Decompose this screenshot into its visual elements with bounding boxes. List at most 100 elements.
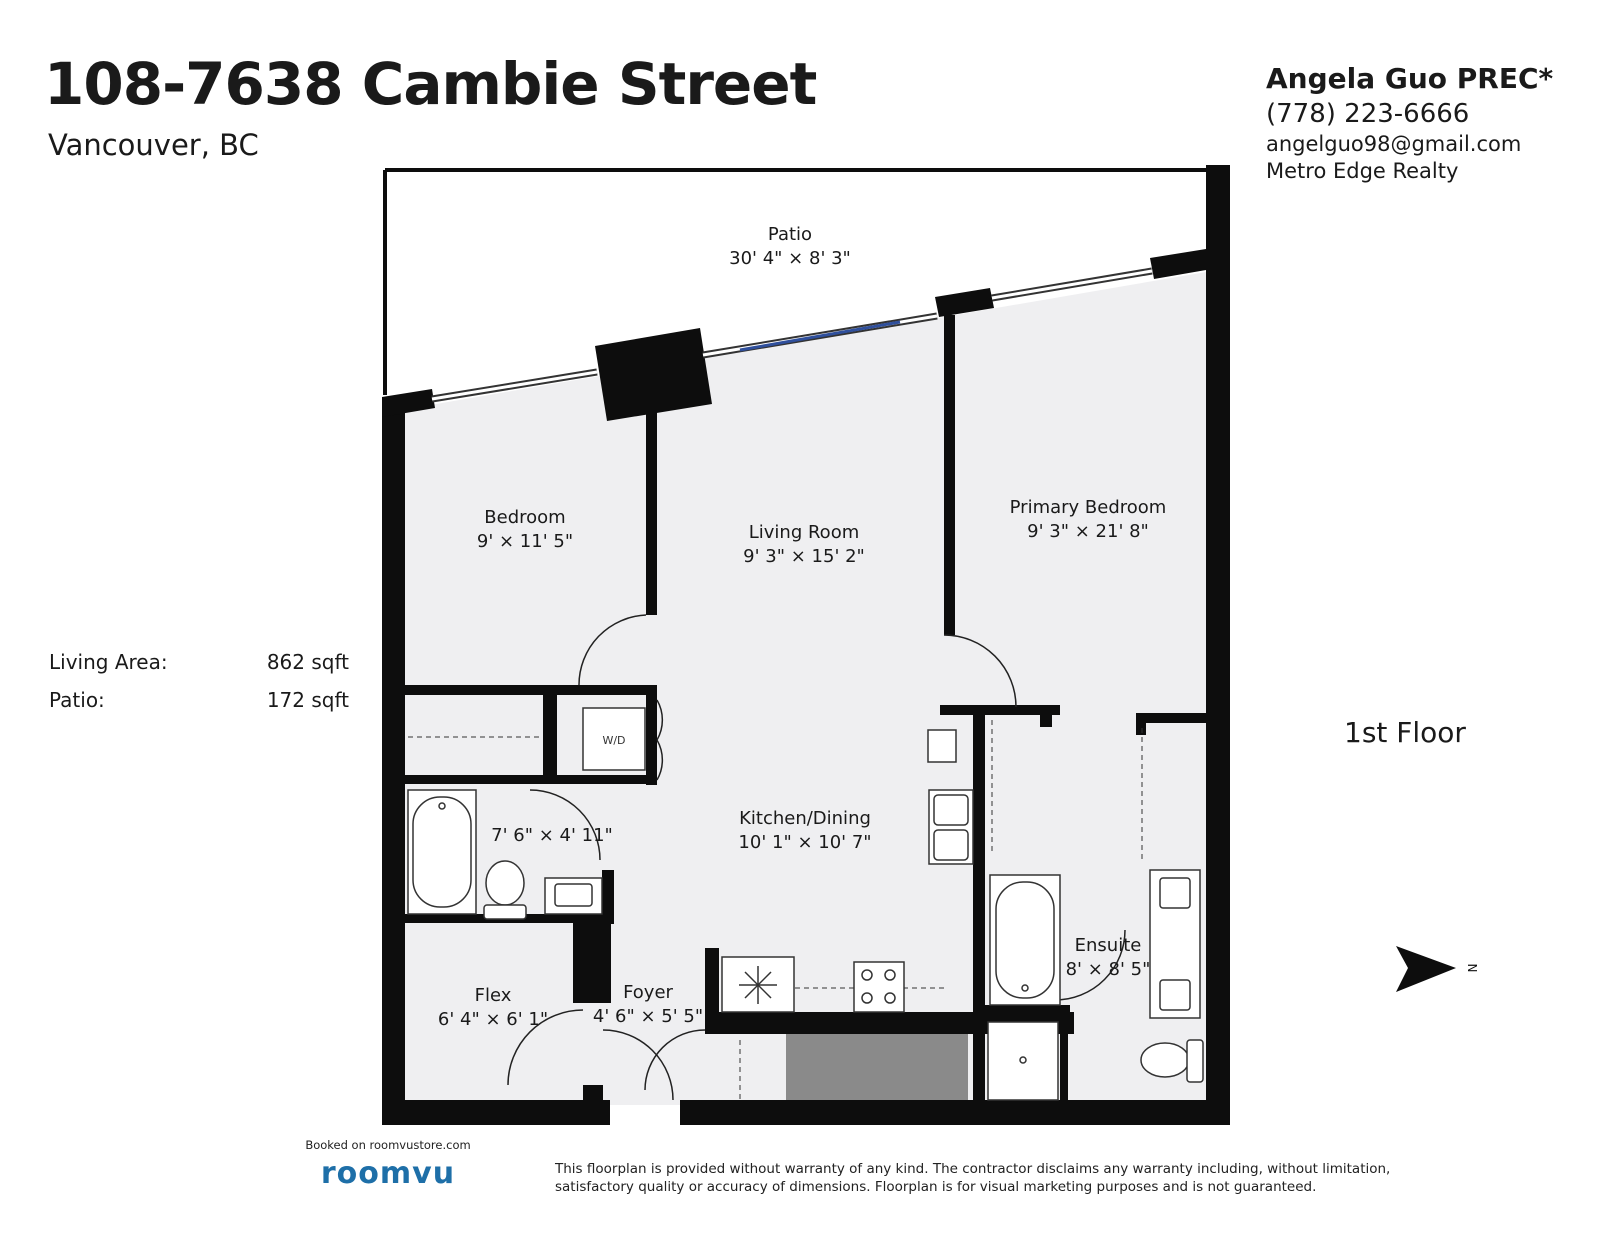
room-dim-ensuite: 8' × 8' 5"	[1066, 959, 1151, 980]
sink-2a	[1159, 877, 1191, 909]
disclaimer: This floorplan is provided without warra…	[555, 1161, 1391, 1195]
room-dim-bath: 7' 6" × 4' 11"	[491, 825, 613, 846]
room-dim-patio: 30' 4" × 8' 3"	[729, 248, 851, 269]
brand-logo: roomvu	[320, 1156, 456, 1191]
counter-end	[927, 729, 957, 763]
door-bedroom	[578, 614, 647, 686]
door-entry	[602, 1029, 674, 1101]
sink-bowl-b	[933, 829, 969, 861]
door-bath	[529, 789, 601, 861]
door-wd-2	[656, 739, 664, 781]
burner	[884, 992, 896, 1004]
burner	[884, 969, 896, 981]
agent-email: angelguo98@gmail.com	[1266, 132, 1522, 156]
wall-bed-living	[646, 410, 657, 615]
pillar-2	[935, 288, 994, 317]
wall-shower-top	[985, 1005, 1070, 1019]
wall-ensuite-left	[973, 705, 985, 1105]
room-name-living: Living Room	[749, 522, 860, 543]
toilet-bowl-2	[1140, 1042, 1190, 1078]
room-dim-primary: 9' 3" × 21' 8"	[1027, 521, 1149, 542]
wall-wd-right	[646, 685, 657, 785]
city-subtitle: Vancouver, BC	[48, 128, 259, 162]
area-value: 862 sqft	[266, 650, 349, 674]
wall-south-2	[680, 1100, 1230, 1125]
area-row-living: Living Area: 862 sqft	[49, 650, 349, 688]
room-dim-kitchen: 10' 1" × 10' 7"	[738, 832, 871, 853]
room-dim-bedroom: 9' × 11' 5"	[477, 531, 573, 552]
wall-closet-top	[405, 685, 653, 695]
area-label: Patio:	[49, 688, 105, 712]
burner	[861, 969, 873, 981]
toilet-tank-2	[1186, 1039, 1204, 1083]
washer-dryer	[582, 707, 646, 771]
door-wd-1	[656, 699, 664, 741]
wall-closet-divider	[543, 695, 557, 782]
room-dim-flex: 6' 4" × 6' 1"	[438, 1009, 548, 1030]
tub-1-inner	[412, 796, 472, 908]
toilet-bowl-1	[485, 860, 525, 906]
wall-closet3-top	[1136, 713, 1206, 723]
shower-drain	[1019, 1056, 1027, 1064]
wall-south-1	[382, 1100, 610, 1125]
agent-phone: (778) 223-6666	[1266, 99, 1470, 129]
sink-2b	[1159, 979, 1191, 1011]
wall-flex-right	[573, 923, 611, 1003]
stove	[853, 961, 905, 1013]
door-foyer-closet	[644, 1029, 706, 1091]
windows	[431, 267, 1153, 403]
door-flex	[507, 1009, 584, 1086]
column	[595, 328, 712, 421]
wall-corner-nw	[382, 389, 435, 417]
wall-wd-bottom	[553, 775, 653, 784]
area-summary: Living Area: 862 sqft Patio: 172 sqft	[49, 650, 349, 726]
wall-closet2-top	[940, 705, 1060, 715]
sink-1	[554, 883, 593, 907]
wall-living-primary	[944, 315, 955, 635]
north-arrow-icon: N	[1396, 946, 1479, 992]
wall-foyer-kitchen	[705, 948, 719, 1016]
area-value: 172 sqft	[266, 688, 349, 712]
agent-contact: Angela Guo PREC* (778) 223-6666 angelguo…	[1266, 62, 1586, 183]
tub-2-inner	[995, 881, 1055, 999]
north-label: N	[1465, 964, 1479, 973]
room-name-primary: Primary Bedroom	[1010, 497, 1167, 518]
wall-shower-right	[1060, 1015, 1068, 1105]
wd-label: W/D	[602, 734, 625, 747]
room-dim-foyer: 4' 6" × 5' 5"	[593, 1006, 703, 1027]
door-ensuite	[1054, 929, 1126, 1001]
room-name-ensuite: Ensuite	[1075, 935, 1142, 956]
pillar-3	[1150, 249, 1206, 279]
wall-closet3-left	[1136, 713, 1146, 735]
tub-2-drain	[1021, 984, 1029, 992]
burner	[861, 992, 873, 1004]
agent-company: Metro Edge Realty	[1266, 159, 1459, 183]
tub-1-drain	[438, 802, 446, 810]
agent-name: Angela Guo PREC*	[1266, 62, 1554, 95]
room-name-kitchen: Kitchen/Dining	[739, 808, 871, 829]
booked-note: Booked on roomvustore.com	[305, 1138, 471, 1152]
wall-closet-bottom	[405, 775, 553, 784]
fixtures	[407, 707, 1204, 1101]
room-labels: Patio 30' 4" × 8' 3" Bedroom 9' × 11' 5"…	[438, 224, 1166, 1030]
wall-east	[1206, 165, 1230, 1125]
page-title: 108-7638 Cambie Street	[44, 50, 817, 118]
wall-bath-right	[602, 870, 614, 924]
sliding-door-blue	[739, 320, 901, 352]
sink-bowl-a	[933, 794, 969, 826]
room-name-flex: Flex	[475, 985, 512, 1006]
room-name-patio: Patio	[768, 224, 812, 245]
room-name-bedroom: Bedroom	[484, 507, 565, 528]
patio-outline	[383, 168, 1215, 395]
wall-west	[382, 397, 405, 1125]
doors	[507, 614, 1126, 1101]
snowflake-icon	[739, 966, 777, 1004]
outer-walls	[382, 165, 1230, 1125]
room-name-foyer: Foyer	[623, 982, 673, 1003]
interior-walls	[405, 315, 1206, 1105]
door-primary	[943, 634, 1017, 708]
room-dim-living: 9' 3" × 15' 2"	[743, 546, 865, 567]
wall-flex-door-jamb	[583, 1085, 603, 1105]
toilet-tank-1	[483, 904, 527, 920]
